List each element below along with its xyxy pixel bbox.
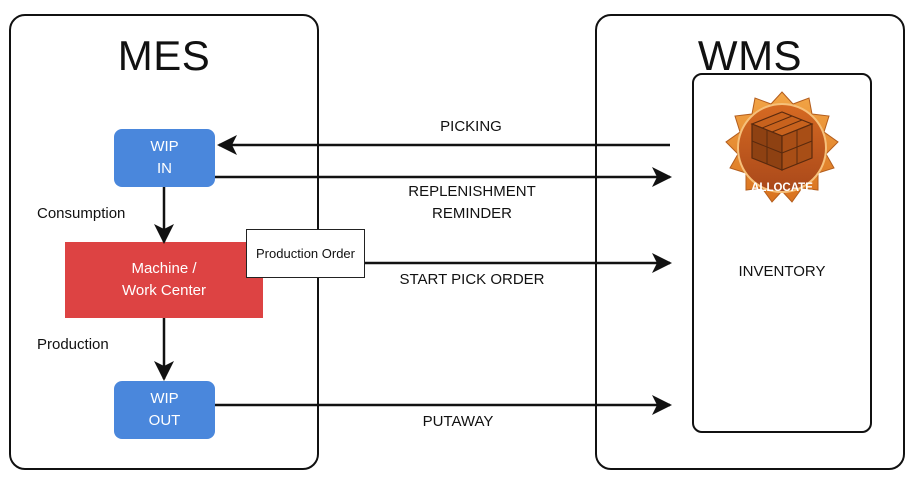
replenishment-label-line1: REPLENISHMENT [408,183,536,200]
start-pick-order-label: START PICK ORDER [399,271,545,288]
wip-out-node[interactable]: WIP OUT [114,381,215,439]
production-label: Production [37,336,109,353]
wms-title: WMS [697,32,803,79]
mes-title: MES [117,32,211,79]
machine-line2: Work Center [122,282,206,299]
putaway-label: PUTAWAY [422,413,494,430]
boxes-icon [750,111,814,171]
allocate-badge-icon: ALLOCATE [725,91,839,203]
wip-out-line1: WIP [150,390,179,407]
wip-in-node[interactable]: WIP IN [114,129,215,187]
allocate-text: ALLOCATE [751,182,813,194]
production-order-tag[interactable]: Production Order [246,229,365,278]
wip-out-line2: OUT [148,412,181,429]
picking-label: PICKING [440,118,502,135]
machine-work-center-node[interactable]: Machine / Work Center [65,242,263,318]
wip-in-line2: IN [157,160,172,177]
replenishment-label-line2: REMINDER [431,205,512,222]
inventory-label: INVENTORY [738,263,826,280]
wip-in-line1: WIP [150,138,179,155]
consumption-label: Consumption [37,205,126,222]
machine-line1: Machine / [131,260,197,277]
